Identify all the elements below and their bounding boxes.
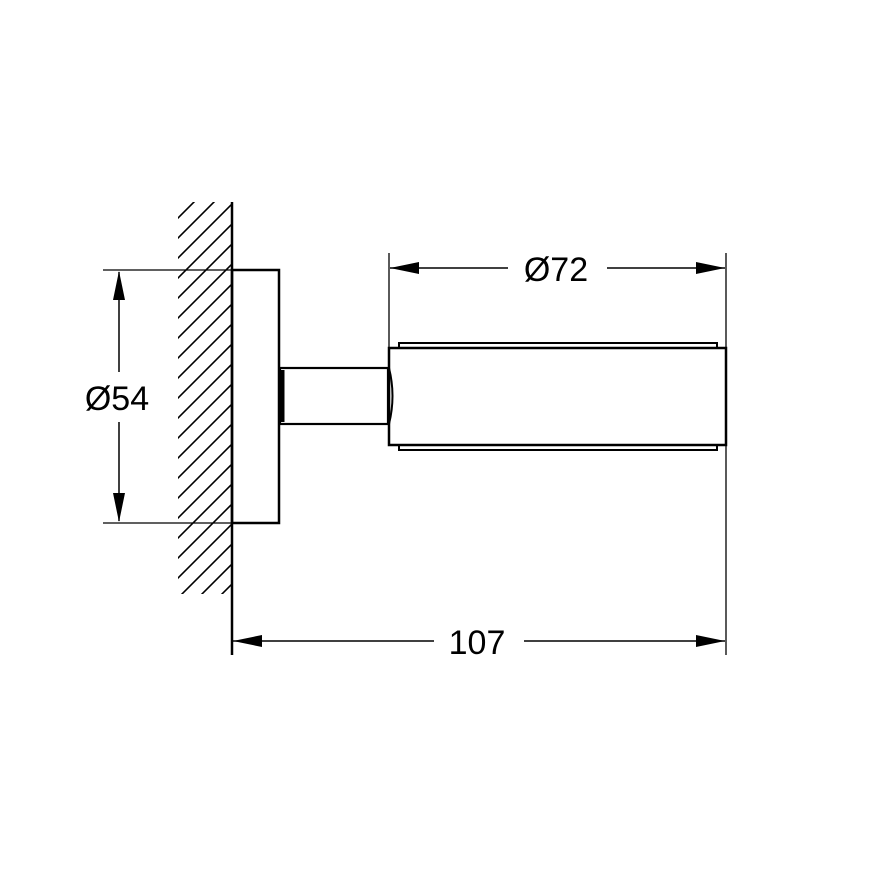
- dimension-base-diameter: Ø54: [85, 271, 149, 522]
- dimension-holder-diameter: Ø72: [390, 251, 725, 289]
- wall-rosette: [230, 268, 281, 525]
- wall-hatch: [178, 202, 232, 594]
- dimension-projection: 107: [233, 624, 725, 662]
- stem: [278, 366, 390, 426]
- base-diameter-label: Ø54: [85, 380, 149, 418]
- projection-label: 107: [449, 624, 506, 662]
- holder-cylinder: [387, 342, 728, 451]
- extension-lines: [103, 253, 727, 655]
- holder-diameter-label: Ø72: [524, 251, 588, 289]
